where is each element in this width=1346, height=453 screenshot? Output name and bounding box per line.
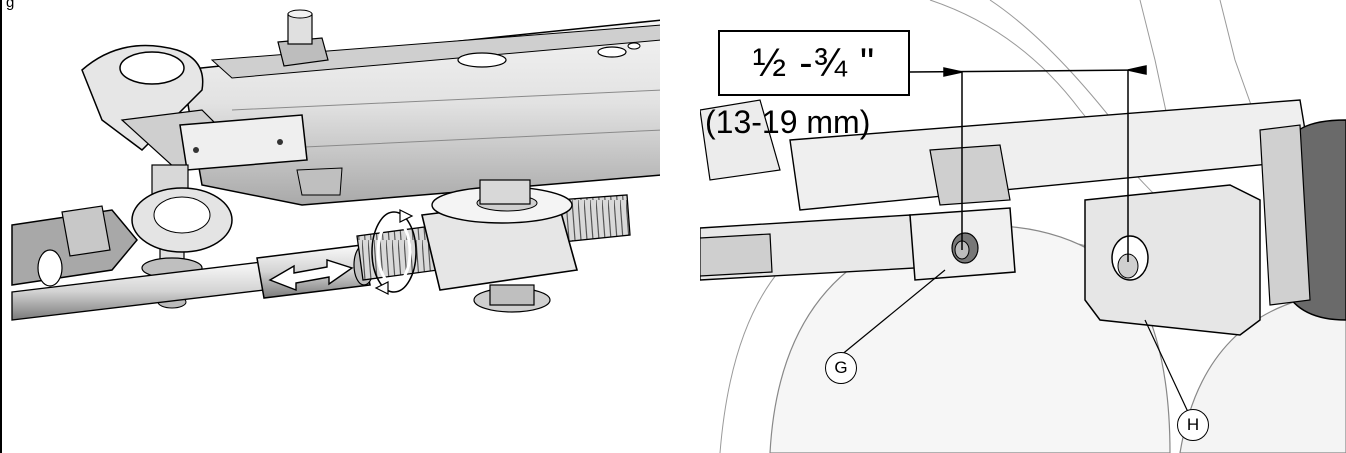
bushing bbox=[1259, 119, 1346, 321]
callout-g-label: G bbox=[834, 358, 848, 377]
tie-rod-illustration bbox=[11, 9, 660, 321]
figure-label: g bbox=[6, 0, 15, 11]
inner-rod-end bbox=[421, 179, 579, 313]
measurement-detail-panel bbox=[700, 0, 1346, 453]
upper-a-arm bbox=[181, 19, 660, 206]
tie-rod-end-h bbox=[1084, 184, 1261, 336]
outer-tie-rod-end bbox=[11, 187, 233, 287]
measurement-fraction: ½ -¾ " bbox=[752, 40, 876, 85]
measurement-fraction-box: ½ -¾ " bbox=[718, 30, 910, 96]
measurement-metric: (13-19 mm) bbox=[705, 104, 871, 140]
callout-g: G bbox=[825, 352, 857, 384]
callout-leaders bbox=[839, 269, 1189, 413]
double-arrow-icon bbox=[268, 259, 354, 292]
wheel-hub bbox=[769, 225, 1346, 453]
tie-rod-g bbox=[700, 207, 1016, 281]
tie-rod-adjustment-panel: g bbox=[0, 0, 660, 453]
callout-h-label: H bbox=[1186, 415, 1200, 434]
upper-arm bbox=[700, 99, 1311, 211]
top-bolt bbox=[277, 9, 329, 67]
callout-h: H bbox=[1177, 409, 1209, 441]
dimension-lines bbox=[909, 65, 1147, 262]
rotate-arrow-icon bbox=[371, 209, 417, 295]
mounting-bracket bbox=[179, 114, 343, 196]
adjuster-sleeve bbox=[256, 244, 375, 299]
threaded-rod bbox=[356, 194, 631, 281]
measurement-illustration bbox=[700, 0, 1346, 453]
